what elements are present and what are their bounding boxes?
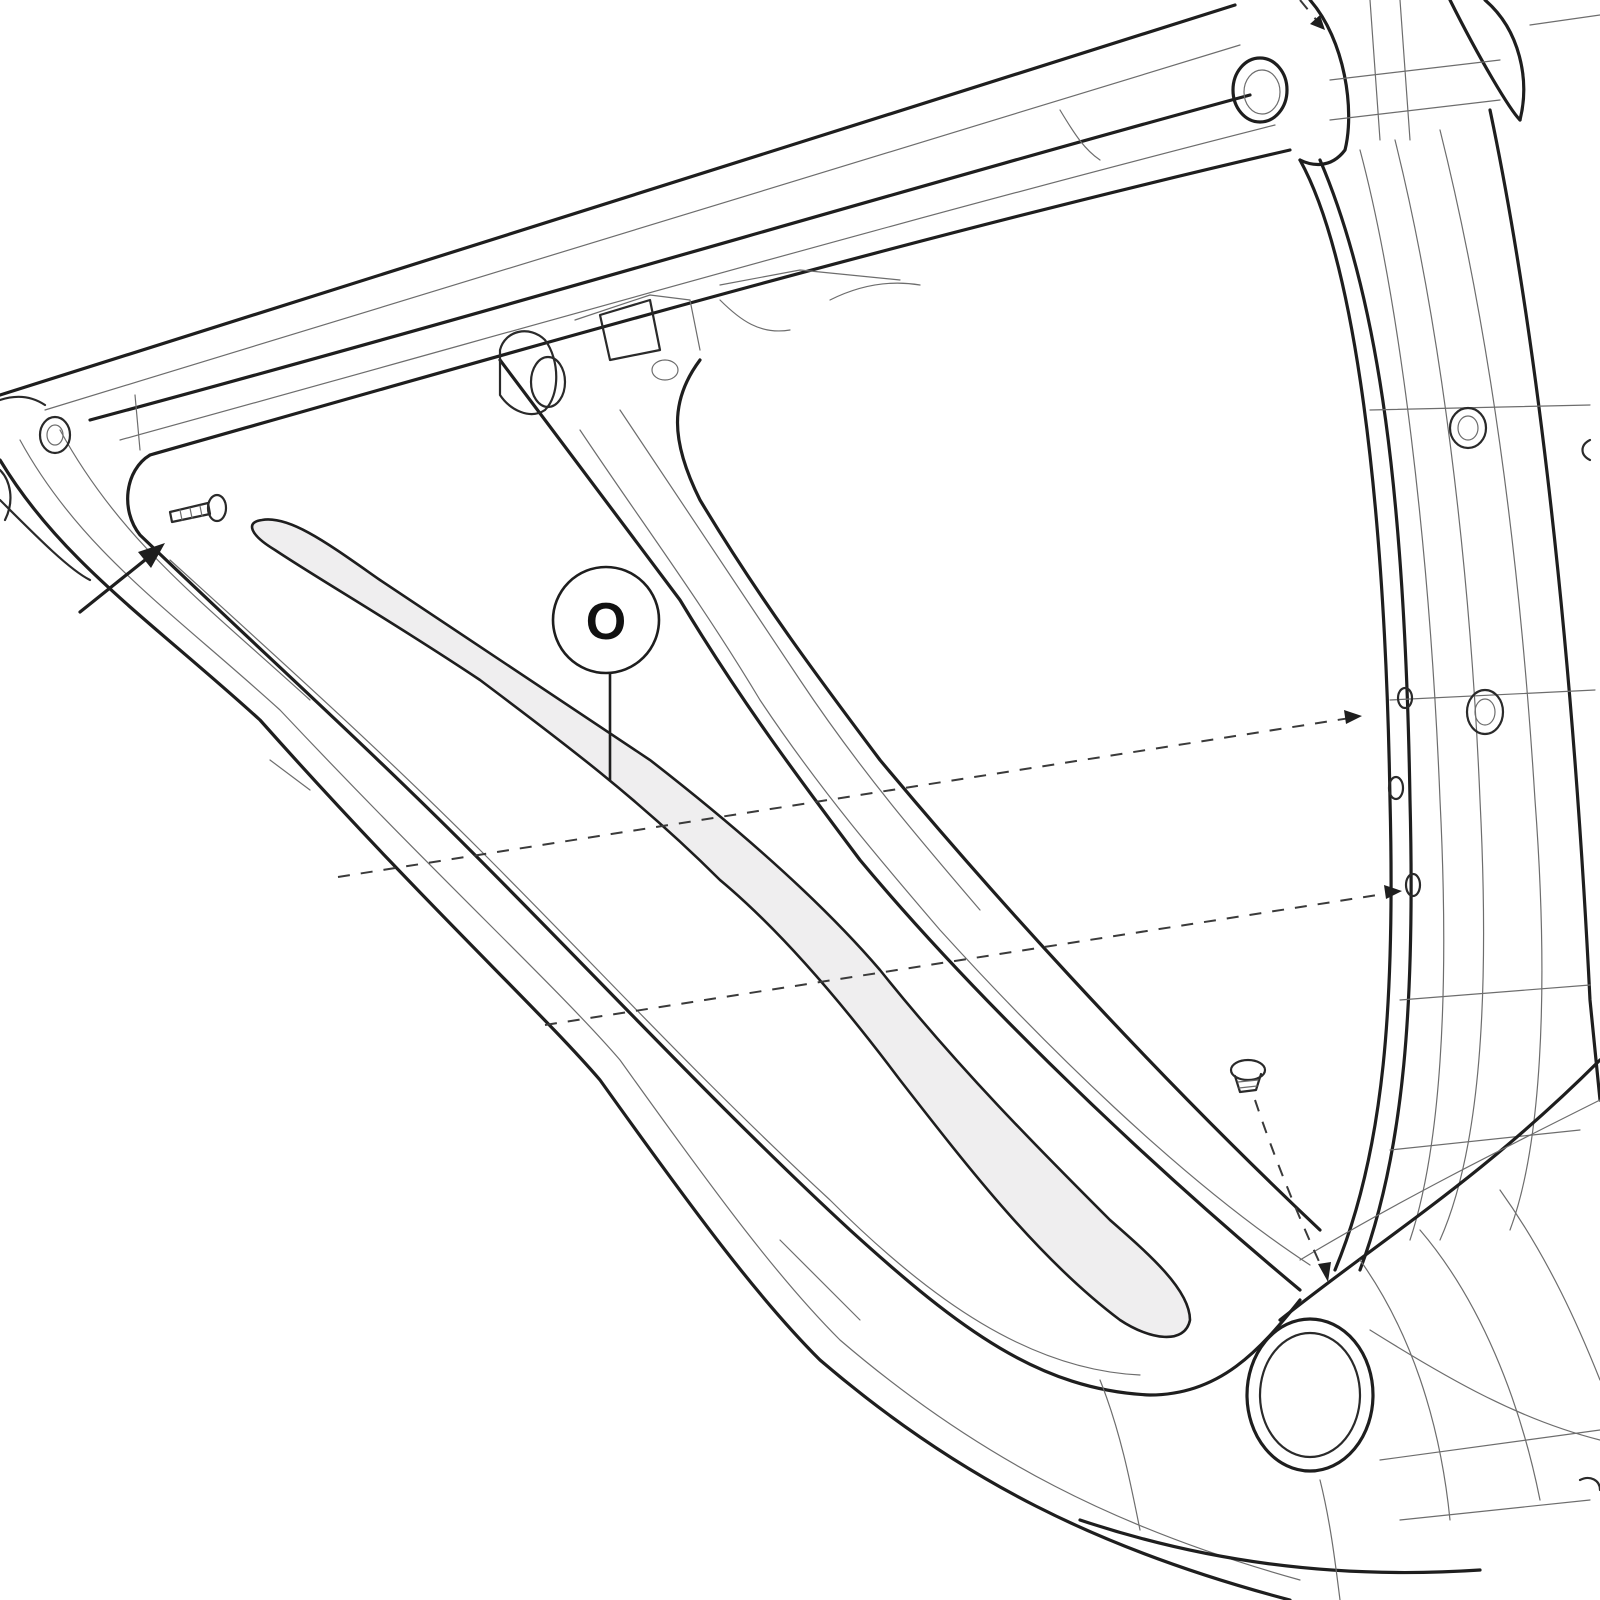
insert-arrow (78, 543, 165, 614)
callout: O (551, 565, 661, 780)
bottom-bracket (1078, 1058, 1600, 1600)
arrow-icon (138, 543, 165, 568)
plug-icon (1229, 1058, 1267, 1094)
bottom-bracket-shell (1245, 1317, 1375, 1473)
diagonal-strut (498, 269, 1322, 1292)
storage-panel (250, 518, 1192, 1339)
top-right-arrow (1299, 0, 1325, 30)
top-tube (0, 3, 1292, 457)
guide-line-plug (1254, 1099, 1331, 1282)
down-tube (1298, 108, 1600, 1272)
callout-label: O (586, 593, 626, 651)
inner-panel (126, 453, 1302, 1397)
bolt-icon (168, 493, 228, 524)
head-tube-hole (1231, 56, 1289, 124)
head-tube (1231, 0, 1600, 166)
seat-tube (0, 429, 1301, 1600)
guide-line-upper (337, 710, 1362, 878)
callout-circle (551, 565, 661, 675)
seat-cluster (0, 395, 72, 522)
guide-line-lower (544, 885, 1402, 1026)
